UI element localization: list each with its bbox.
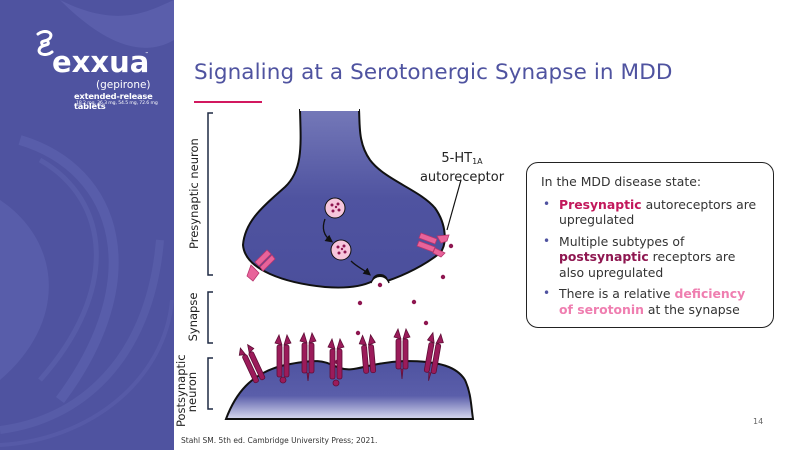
page-number: 14 [753,417,764,426]
postsynaptic-receptor [299,331,317,382]
serotonin-molecule [440,274,446,280]
bullet-icon: • [543,233,551,248]
serotonin-molecule [355,330,361,336]
bullet-text: at the synapse [643,301,740,317]
synapse-diagram: Presynaptic neuron Synapse Postsynaptic … [174,105,517,429]
postsynaptic-receptor [358,333,377,374]
title-underline [194,101,262,103]
slide-title: Signaling at a Serotonergic Synapse in M… [194,60,673,85]
bullet-icon: • [543,286,551,300]
highlight-postsynaptic: postsynaptic [559,249,649,264]
bullet-icon: • [543,196,551,211]
5ht1a-autoreceptor [416,232,450,258]
postsynaptic-receptor [423,331,444,381]
autoreceptor-annotation: 5-HT1A autoreceptor [407,151,517,186]
postsynaptic-receptor [327,337,345,387]
bracket-presynaptic [207,112,213,276]
synapse-illustration [207,105,475,420]
serotonin-molecules [334,274,446,365]
brand-sidebar: exxua ™ (gepirone) extended-release tabl… [0,0,174,450]
arrow-icon [322,218,334,243]
annotation-line2: autoreceptor [419,170,505,185]
presynaptic-terminal [241,109,446,289]
serotonin-molecule [357,300,363,306]
generic-name: (gepirone) [96,79,151,91]
presynaptic-receptor [246,249,276,282]
trademark: ™ [145,51,149,56]
vesicle [330,239,352,261]
bullet-item: • Multiple subtypes of postsynaptic rece… [541,234,761,281]
serotonin-molecule [377,282,383,288]
decorative-swirl [0,0,174,447]
label-presynaptic-neuron: Presynaptic neuron [187,138,201,249]
highlight-presynaptic: Presynaptic [559,196,642,212]
vesicle-fusion-site [370,275,390,284]
label-synapse: Synapse [186,292,200,342]
bracket-postsynaptic [207,357,213,410]
annotation-prefix: 5-HT [441,151,473,166]
postsynaptic-receptor [393,327,411,380]
annotation-subscript: 1A [472,157,483,166]
dose-strengths: 18.2 mg, 36.3 mg, 54.5 mg, 72.6 mg [76,101,158,106]
postsynaptic-receptor [274,333,292,384]
bullet-item: • Presynaptic autoreceptors are upregula… [541,197,761,228]
bullet-item: • There is a relative deficiency of sero… [541,286,761,317]
bracket-synapse [207,291,213,344]
serotonin-molecule [411,299,417,305]
serotonin-molecule [423,320,429,326]
highlight-deficiency: deficiency of serotonin [559,286,746,317]
citation: Stahl SM. 5th ed. Cambridge University P… [181,436,378,445]
serotonin-molecule [448,243,454,249]
bullet-text: autoreceptors are upregulated [559,196,757,228]
annotation-pointer [446,179,462,231]
vesicle [324,197,346,219]
info-heading: In the MDD disease state: [541,174,701,189]
formulation: extended-release tablets [74,91,153,111]
bullet-text: There is a relative [559,286,675,301]
postsynaptic-receptor [238,343,266,384]
bullet-list: • Presynaptic autoreceptors are upregula… [541,197,761,318]
bullet-text: receptors are also upregulated [559,249,736,280]
bullet-text: Multiple subtypes of [559,233,685,249]
arrow-icon [350,260,371,276]
postsynaptic-receptors [238,327,444,387]
info-box: In the MDD disease state: • Presynaptic … [526,162,774,328]
label-postsynaptic-neuron: neuron [185,371,199,413]
brand-name: exxua [52,45,150,79]
logo-swirl-icon [36,30,54,56]
